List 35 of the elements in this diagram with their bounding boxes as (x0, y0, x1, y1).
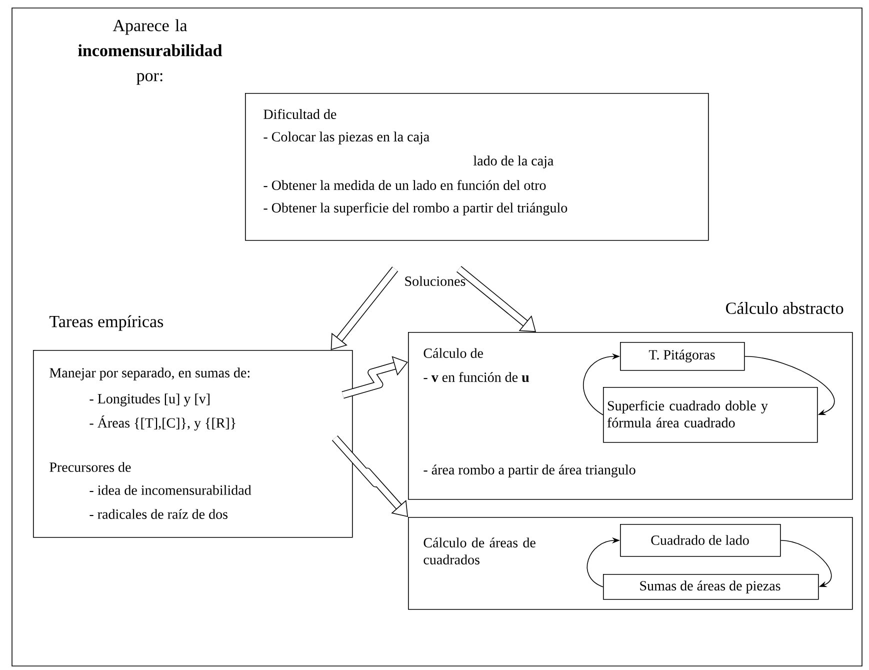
text-box (620, 342, 745, 371)
box-text: Manejar por separado, en sumas de: (50, 368, 250, 380)
box-text: - Longitudes [u] y [v] (90, 394, 210, 406)
box-heading: Cálculo abstracto (726, 302, 844, 314)
curved-arrow (744, 356, 834, 415)
box-text: - radicales de raíz de dos (90, 509, 228, 519)
box-text: Cálculo de áreas de cuadrados (424, 538, 536, 564)
hollow-arrow (330, 266, 398, 350)
box-text: Cuadrado de lado (651, 535, 749, 545)
box-text: - Colocar las piezas en la caja (264, 132, 430, 144)
box-text: - Obtener la superficie del rombo a partir del triángulo (264, 202, 568, 216)
box-heading: Tareas empíricas (50, 315, 164, 331)
text-box (603, 387, 818, 443)
box-text: Cálculo de (424, 348, 483, 358)
box-text: - idea de incomensurabilidad (90, 485, 252, 495)
box-text: Dificultad de (264, 109, 336, 119)
heading-text: Aparece la incomensurabilidad por: (78, 19, 222, 85)
curved-arrow (780, 540, 832, 587)
box-text: lado de la caja (474, 156, 554, 168)
text-box (245, 93, 709, 241)
solutions-text: Soluciones (403, 275, 467, 287)
box-text: - v en función de u (424, 372, 529, 382)
text-box (33, 315, 353, 538)
text-box (603, 574, 819, 600)
box-text: Superficie cuadrado doble y fórmula área cuadrado (607, 400, 768, 428)
box-text: - Obtener la medida de un lado en función del otro (264, 180, 546, 190)
box-text: - Áreas {[T],[C]}, y {[R]} (90, 415, 236, 431)
box-text: T. Pitágoras (648, 350, 715, 362)
box-text: Precursores de (50, 462, 131, 472)
box-text: Sumas de áreas de piezas (640, 580, 780, 594)
text-box (620, 524, 781, 557)
hollow-arrow (332, 435, 408, 517)
box-text: - área rombo a partir de área triangulo (424, 464, 636, 478)
hollow-arrow (456, 266, 536, 332)
hollow-arrow (342, 356, 408, 399)
